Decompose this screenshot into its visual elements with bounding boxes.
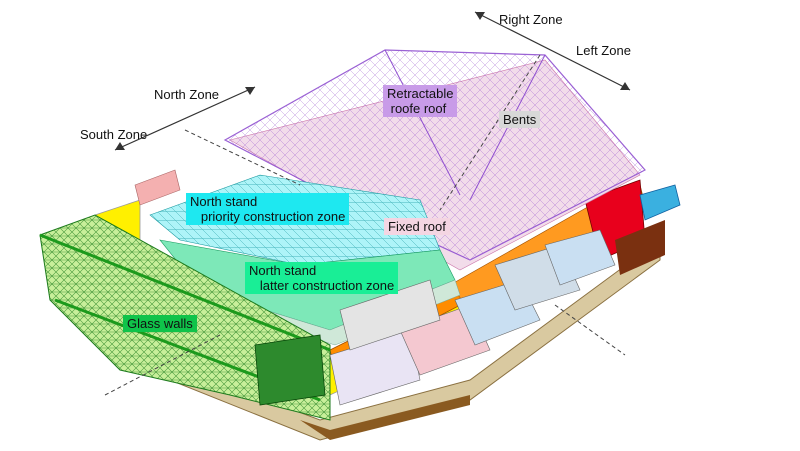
left-zone-label: Left Zone	[576, 43, 631, 58]
glass-walls-label: Glass walls	[123, 315, 197, 332]
dashed-guide-2	[439, 54, 541, 211]
south-arrowhead	[115, 142, 125, 150]
blue-bridge	[639, 184, 681, 221]
north-arrowhead	[245, 87, 255, 95]
north-zone-label: North Zone	[154, 87, 220, 102]
dashed-guide-3	[104, 334, 221, 396]
south-zone-label: South Zone	[80, 127, 148, 142]
pink-box	[134, 169, 181, 206]
grey-wall-panel	[339, 279, 441, 351]
stair-tower	[254, 334, 326, 406]
dashed-guide-4	[554, 304, 626, 356]
north-latter-label: North stand latter construction zone	[245, 262, 399, 294]
north-south-axis	[114, 86, 256, 151]
right-zone-label: Right Zone	[499, 12, 563, 27]
bents-label: Bents	[499, 111, 541, 128]
base-dark	[300, 395, 470, 440]
right-end-dark	[615, 220, 665, 275]
glass-wall-beam	[39, 233, 331, 352]
building-block-5	[544, 229, 616, 286]
left-arrowhead	[620, 82, 630, 90]
dashed-guide-1	[184, 129, 301, 186]
north-priority-label: North stand priority construction zone	[186, 193, 350, 225]
retractable-roof-label: Retractable roofe roof	[383, 85, 458, 117]
fixed-roof-label: Fixed roof	[384, 218, 450, 235]
left-right-axis	[474, 11, 631, 91]
roof-ridge	[384, 49, 461, 196]
right-arrowhead	[475, 12, 485, 20]
